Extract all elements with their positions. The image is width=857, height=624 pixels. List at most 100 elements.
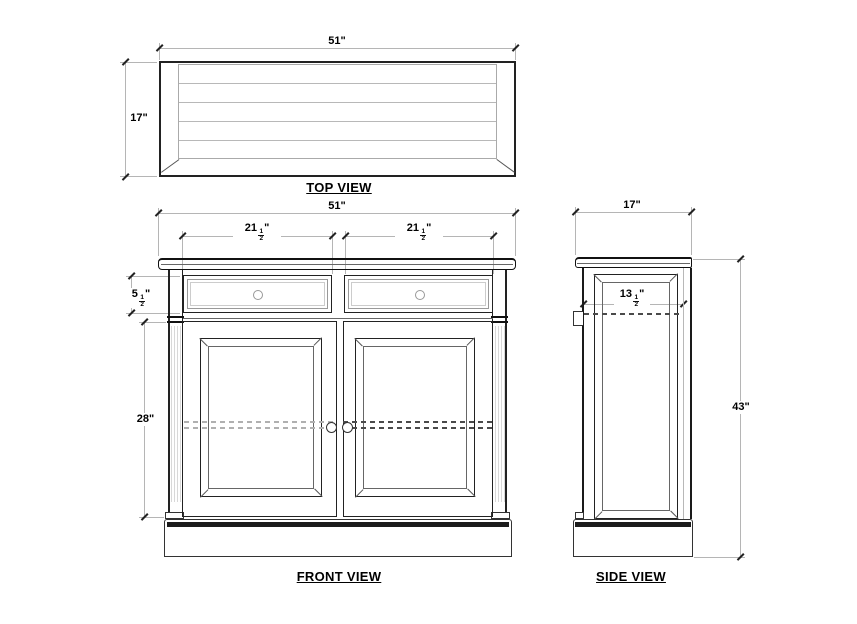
- dim-whole: 21: [244, 222, 257, 234]
- pillar-foot: [165, 512, 184, 519]
- right-door: [343, 321, 493, 517]
- hidden-shelf-line: [184, 421, 336, 423]
- plank-line: [179, 83, 496, 84]
- dim-unit: ": [145, 288, 151, 300]
- dim-overall-height: 43": [727, 401, 755, 414]
- pillar-foot: [491, 512, 510, 519]
- drawer-inner-frame: [190, 282, 325, 306]
- dimension-line-top-depth: [125, 62, 126, 177]
- extension-line: [345, 231, 346, 274]
- door-knob-icon: [326, 422, 337, 433]
- plank-line: [179, 121, 496, 122]
- drawer-inner-frame: [351, 282, 486, 306]
- side-view-label: SIDE VIEW: [596, 569, 666, 584]
- fraction-denominator: 2: [421, 235, 426, 242]
- front-top-molding: [158, 258, 516, 270]
- pillar-band: [491, 316, 508, 323]
- front-view-label: FRONT VIEW: [296, 569, 382, 584]
- side-panel-bevel: [602, 282, 670, 511]
- door-knob-icon: [342, 422, 353, 433]
- base-molding-band: [575, 522, 691, 527]
- top-view-label: TOP VIEW: [306, 180, 372, 195]
- top-view-outline: [159, 61, 516, 177]
- drawer-knob-icon: [415, 290, 425, 300]
- dimension-line-top-width: [159, 48, 516, 49]
- left-door-panel: [200, 338, 322, 497]
- extension-line: [575, 207, 576, 255]
- hidden-shelf-line: [343, 421, 492, 423]
- extension-line: [120, 62, 157, 63]
- side-front-edge: [582, 268, 584, 519]
- extension-line: [693, 259, 745, 260]
- dim-door-section-height: 28": [132, 413, 159, 426]
- extension-line: [182, 231, 183, 274]
- extension-line: [159, 43, 160, 60]
- fraction-numerator: 1: [139, 294, 146, 302]
- extension-line: [515, 43, 516, 60]
- hidden-shelf-line: [584, 313, 680, 315]
- pillar-fluting: [171, 326, 181, 502]
- fraction-numerator: 1: [633, 294, 640, 302]
- dimension-line-front-width: [158, 213, 516, 214]
- fraction-denominator: 2: [140, 301, 145, 308]
- plank-line: [179, 140, 496, 141]
- right-door-panel-bevel: [363, 346, 467, 489]
- dim-whole: 13: [619, 288, 632, 300]
- side-back-edge: [690, 268, 692, 519]
- side-top-molding: [575, 257, 692, 268]
- rail-line: [183, 318, 493, 319]
- left-drawer: [183, 275, 332, 313]
- extension-line: [694, 557, 745, 558]
- extension-line: [493, 231, 494, 274]
- extension-line: [126, 276, 180, 277]
- dim-top-depth: 17": [127, 112, 151, 125]
- fraction-denominator: 2: [259, 235, 264, 242]
- fraction-numerator: 1: [420, 228, 427, 236]
- dim-side-width: 17": [616, 199, 648, 212]
- hidden-shelf-line: [343, 427, 492, 429]
- extension-line: [515, 208, 516, 256]
- pillar-foot: [575, 512, 584, 519]
- side-base-plinth: [573, 519, 693, 557]
- dim-front-width: 51": [317, 200, 357, 213]
- pillar-fluting: [495, 326, 505, 502]
- drawer-inner-frame: [348, 279, 489, 309]
- side-back-inner-line: [683, 268, 684, 519]
- right-door-panel: [355, 338, 475, 497]
- drawer-inner-frame: [187, 279, 328, 309]
- top-view-inner-panel: [178, 64, 497, 159]
- extension-line: [139, 517, 164, 518]
- dim-unit: ": [264, 222, 270, 234]
- right-drawer: [344, 275, 493, 313]
- dim-whole: 5: [131, 288, 138, 300]
- dimension-line-side-width: [575, 212, 692, 213]
- fraction-denominator: 2: [634, 301, 639, 308]
- dim-unit: ": [639, 288, 645, 300]
- extension-line: [158, 208, 159, 256]
- drawer-knob-icon: [253, 290, 263, 300]
- dim-whole: 21: [406, 222, 419, 234]
- extension-line: [691, 207, 692, 255]
- front-base-plinth: [164, 519, 512, 557]
- side-panel-frame: [594, 274, 678, 519]
- base-molding-band: [167, 522, 509, 527]
- fraction-numerator: 1: [258, 228, 265, 236]
- dim-top-width: 51": [317, 35, 357, 48]
- front-trim-notch: [573, 311, 583, 326]
- dim-unit: ": [426, 222, 432, 234]
- extension-line: [120, 176, 157, 177]
- molding-profile-line: [577, 263, 690, 264]
- hidden-shelf-line: [184, 427, 336, 429]
- molding-profile-line: [161, 264, 513, 265]
- plank-line: [179, 102, 496, 103]
- pillar-band: [167, 316, 184, 323]
